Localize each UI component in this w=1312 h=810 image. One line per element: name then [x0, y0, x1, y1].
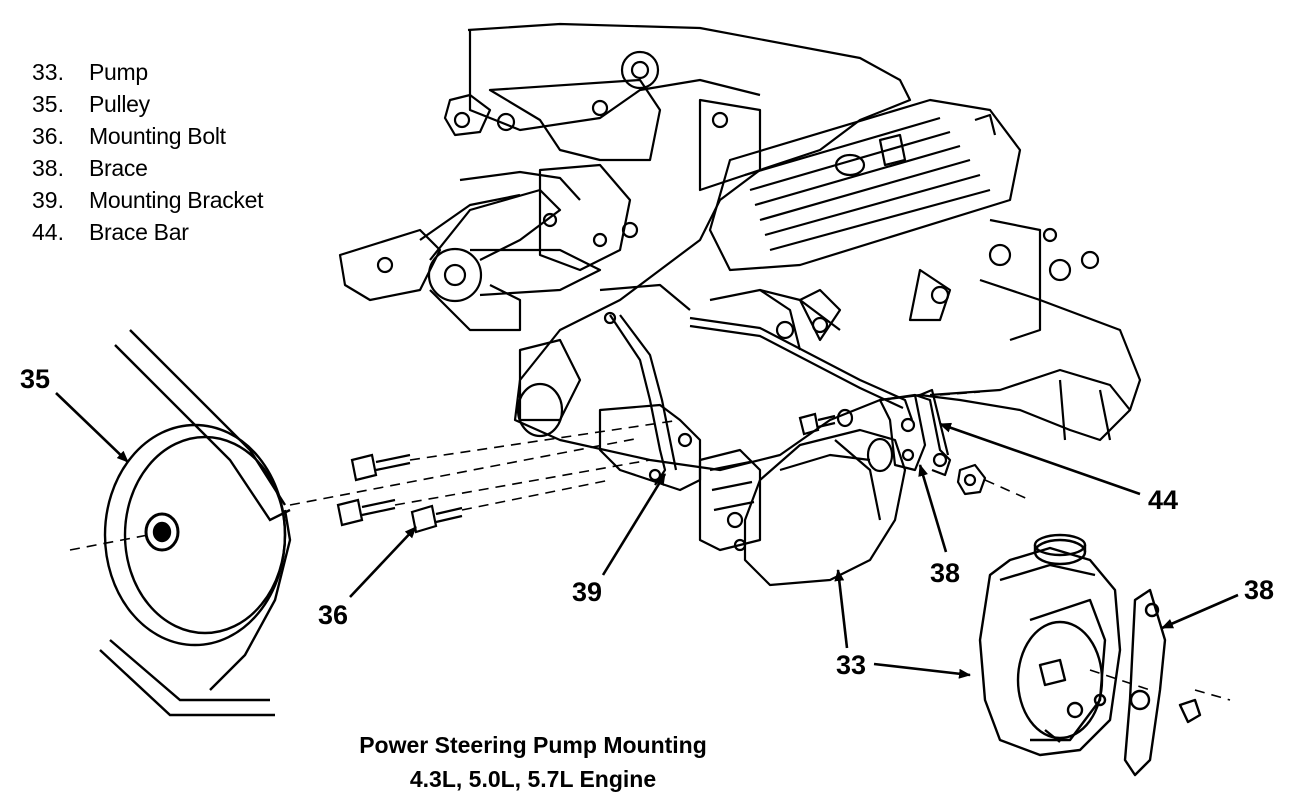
callout-39: 39 [572, 577, 603, 607]
legend-label: Mounting Bracket [89, 187, 264, 213]
parts-legend: 33. Pump 35. Pulley 36. Mounting Bolt 38… [32, 56, 263, 248]
callout-38-upper: 38 [930, 558, 961, 588]
legend-number: 33. [32, 59, 64, 85]
exploded-pump [978, 533, 1202, 777]
mounting-bolts [336, 408, 854, 534]
legend-row-pump: 33. Pump [32, 56, 263, 88]
legend-row-mounting-bolt: 36. Mounting Bolt [32, 120, 263, 152]
brace-bar [689, 316, 987, 496]
legend-number: 38. [32, 155, 64, 181]
legend-label: Pulley [89, 91, 150, 117]
engine-block [443, 22, 1142, 472]
legend-number: 44. [32, 219, 64, 245]
legend-row-brace-bar: 44. Brace Bar [32, 216, 263, 248]
fan-and-bracket [338, 170, 602, 332]
legend-label: Brace Bar [89, 219, 189, 245]
pulley-and-belt [99, 329, 292, 717]
legend-label: Brace [89, 155, 148, 181]
legend-label: Pump [89, 59, 148, 85]
legend-label: Mounting Bolt [89, 123, 226, 149]
callout-33: 33 [836, 650, 867, 680]
alignment-lines [69, 391, 1231, 701]
callout-leaders [55, 392, 1239, 679]
legend-number: 36. [32, 123, 64, 149]
callout-44: 44 [1148, 485, 1179, 515]
legend-number: 35. [32, 91, 64, 117]
legend-row-brace: 38. Brace [32, 152, 263, 184]
legend-number: 39. [32, 187, 64, 213]
mounting-bracket [598, 311, 702, 492]
diagram-caption: Power Steering Pump Mounting 4.3L, 5.0L,… [318, 728, 748, 796]
callout-38-lower: 38 [1244, 575, 1275, 605]
caption-title: Power Steering Pump Mounting [359, 732, 707, 758]
legend-row-mounting-bracket: 39. Mounting Bracket [32, 184, 263, 216]
callout-36: 36 [318, 600, 349, 630]
legend-row-pulley: 35. Pulley [32, 88, 263, 120]
callout-35: 35 [20, 364, 51, 394]
installed-pump [698, 428, 907, 587]
caption-subtitle: 4.3L, 5.0L, 5.7L Engine [409, 766, 657, 792]
valve-cover [708, 98, 1100, 342]
